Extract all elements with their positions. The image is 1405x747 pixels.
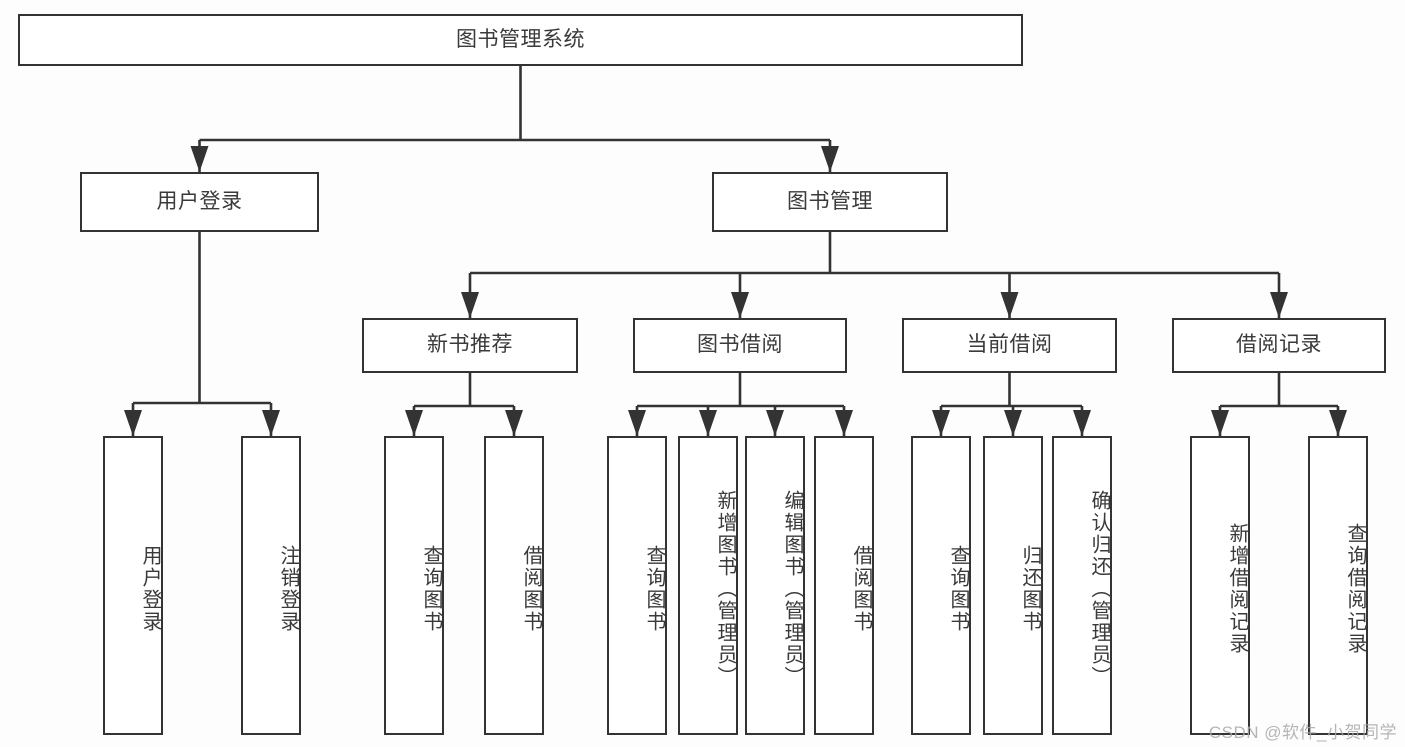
arrow-head xyxy=(1329,410,1347,436)
node-label: 用户登录 xyxy=(156,189,243,213)
arrow-head xyxy=(1000,292,1019,318)
node-label: 查询借阅记录 xyxy=(1344,522,1366,655)
arrow-head xyxy=(731,292,749,318)
node-l4-bb-borrow[interactable]: 借阅图书 xyxy=(814,436,874,735)
node-label: 新增图书（管理员） xyxy=(714,489,736,688)
arrow-head xyxy=(1270,292,1288,318)
node-label: 借阅记录 xyxy=(1236,333,1322,357)
node-label: 确认归还（管理员） xyxy=(1088,489,1110,688)
arrow-head xyxy=(505,410,523,436)
node-label: 图书管理系统 xyxy=(456,27,585,51)
arrow-head xyxy=(461,292,479,318)
arrow-head xyxy=(405,410,423,436)
node-label: 编辑图书（管理员） xyxy=(781,489,803,688)
node-l3-current[interactable]: 当前借阅 xyxy=(902,318,1117,373)
node-label: 借阅图书 xyxy=(520,544,542,633)
arrow-head xyxy=(628,410,646,436)
arrow-head xyxy=(821,146,839,172)
arrow-head xyxy=(1004,410,1022,436)
node-l4-bb-edit[interactable]: 编辑图书（管理员） xyxy=(745,436,805,735)
arrow-head xyxy=(1211,410,1229,436)
node-label: 当前借阅 xyxy=(966,333,1053,357)
node-l4-nb-borrow[interactable]: 借阅图书 xyxy=(484,436,544,735)
node-label: 新书推荐 xyxy=(427,333,513,357)
node-root[interactable]: 图书管理系统 xyxy=(18,14,1023,66)
node-l4-cb-return[interactable]: 归还图书 xyxy=(983,436,1043,735)
node-label: 查询图书 xyxy=(420,544,442,633)
node-l4-rec-add[interactable]: 新增借阅记录 xyxy=(1190,436,1250,735)
arrow-head xyxy=(1073,410,1091,436)
node-l4-user-logout[interactable]: 注销登录 xyxy=(241,436,301,735)
node-label: 查询图书 xyxy=(947,544,969,633)
arrow-head xyxy=(835,410,853,436)
arrow-head xyxy=(699,410,717,436)
arrow-head xyxy=(262,410,280,436)
arrow-head xyxy=(190,146,209,172)
node-l4-rec-query[interactable]: 查询借阅记录 xyxy=(1308,436,1368,735)
node-l3-record[interactable]: 借阅记录 xyxy=(1172,318,1386,373)
arrow-head xyxy=(766,410,784,436)
node-label: 用户登录 xyxy=(139,544,161,633)
arrow-head xyxy=(124,410,142,436)
node-label: 图书管理 xyxy=(787,189,873,213)
arrow-head xyxy=(932,410,950,436)
node-l4-cb-confirm[interactable]: 确认归还（管理员） xyxy=(1052,436,1112,735)
node-l4-nb-query[interactable]: 查询图书 xyxy=(384,436,444,735)
node-l4-cb-query[interactable]: 查询图书 xyxy=(911,436,971,735)
node-l3-newbook[interactable]: 新书推荐 xyxy=(362,318,578,373)
node-label: 新增借阅记录 xyxy=(1226,522,1248,655)
node-label: 注销登录 xyxy=(277,544,299,633)
node-l4-bb-add[interactable]: 新增图书（管理员） xyxy=(678,436,738,735)
node-label: 图书借阅 xyxy=(697,333,783,357)
node-l4-bb-query[interactable]: 查询图书 xyxy=(607,436,667,735)
node-l2-user[interactable]: 用户登录 xyxy=(80,172,319,232)
node-l3-borrow[interactable]: 图书借阅 xyxy=(633,318,847,373)
node-label: 归还图书 xyxy=(1019,544,1041,633)
node-l4-user-login[interactable]: 用户登录 xyxy=(103,436,163,735)
node-l2-book[interactable]: 图书管理 xyxy=(712,172,948,232)
node-label: 查询图书 xyxy=(643,544,665,633)
node-label: 借阅图书 xyxy=(850,544,872,633)
